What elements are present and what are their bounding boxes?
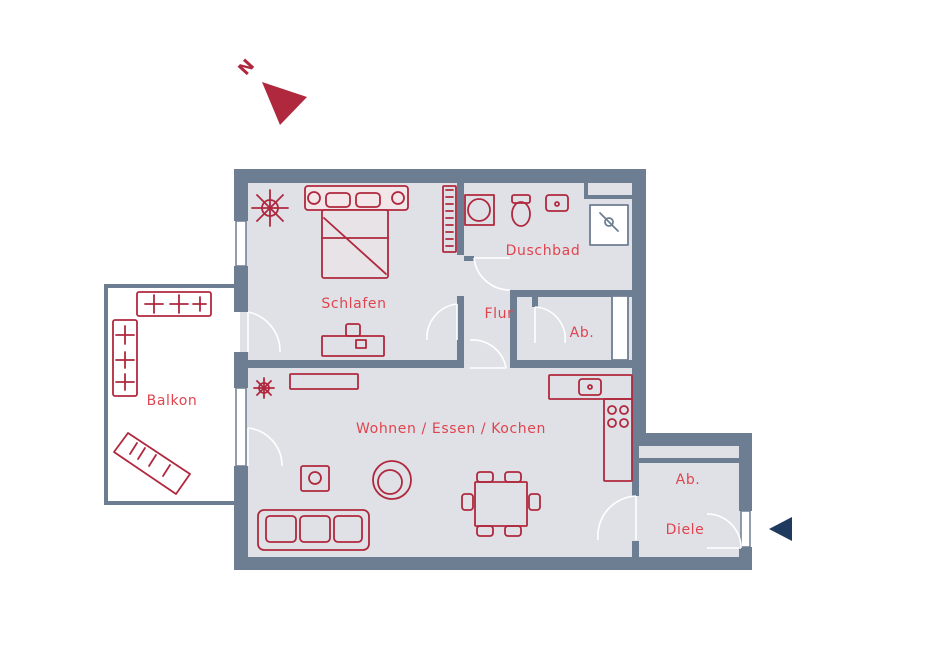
balcony-outline [104,284,236,505]
window-bedroom [235,220,247,267]
wall-living-right [510,360,632,368]
sideboard-icon [289,373,359,390]
balcony-railing [104,284,236,505]
floor-main [240,176,638,563]
coffee-table-icon [300,465,330,492]
doors [247,257,742,549]
label-duschbad: Duschbad [506,243,581,259]
wall-bath-bottom-left [464,256,474,261]
label-abstell-2: Ab. [676,472,701,488]
wall-left-lower [234,466,248,570]
planter-box-icon [112,291,212,397]
compass: N [235,56,307,125]
door-living-balcony [247,427,283,467]
sofa-icon [257,509,370,551]
kitchen-counter-icon [548,374,633,482]
dining-table-icon [461,471,541,537]
door-living-flur [469,339,507,369]
label-schlafen: Schlafen [321,296,386,312]
wall-entry-left [632,446,639,496]
wall-bed-living [248,360,462,368]
room-labels: Schlafen Duschbad Flur Ab. Balkon Wohnen… [147,243,705,538]
wall-bottom [234,557,752,570]
small-plant-icon [253,377,275,399]
wall-entry-left2 [632,541,639,557]
wall-left-mid2 [234,352,248,388]
label-flur: Flur [485,306,514,322]
window-living [235,387,247,467]
shelf-icon [611,295,629,361]
armchair-icon [372,460,412,500]
shower-icon [589,204,629,246]
door-bedroom-balcony [247,311,281,353]
label-wohnen: Wohnen / Essen / Kochen [356,421,546,437]
wall-left-upper [234,169,248,221]
wall-entry-right-top [739,433,752,511]
interior-walls [248,183,739,557]
floor-balcony [108,289,236,501]
window-entry [740,510,751,548]
furniture [112,185,633,551]
label-abstell-1: Ab. [570,325,595,341]
compass-letter: N [235,56,259,80]
door-abst [534,306,567,344]
sun-lounger-icon [113,432,191,495]
wall-entry-ab [639,458,739,463]
door-entry-living [597,495,637,541]
washing-machine-icon [464,194,495,226]
entrance-triangle-icon [769,517,792,541]
wall-shaft-h [584,195,632,199]
wall-flur-left [457,296,464,368]
wall-left-mid [234,266,248,312]
wall-entry-top [632,433,752,446]
outer-walls [234,169,752,570]
stove-icon [607,405,629,428]
door-bedroom-flur [426,303,458,341]
wall-top [234,169,646,183]
label-balkon: Balkon [147,393,198,409]
sink-icon [545,194,569,212]
windows [235,220,751,548]
wall-right-upper [632,169,646,441]
double-bed-icon [304,185,409,279]
label-diele: Diele [666,522,705,538]
wall-bath-left [457,183,464,255]
wall-bath-bottom [514,290,632,297]
wall-abst-left [532,297,538,307]
desk-icon [321,323,385,357]
toilet-icon [511,194,531,227]
north-arrow-icon [262,82,307,125]
door-entry-ab [706,513,742,549]
wall-flur-right [510,290,517,368]
wardrobe-icon [442,185,457,253]
wall-shaft [584,183,588,197]
plant-icon [251,189,289,227]
door-bath [473,257,511,291]
